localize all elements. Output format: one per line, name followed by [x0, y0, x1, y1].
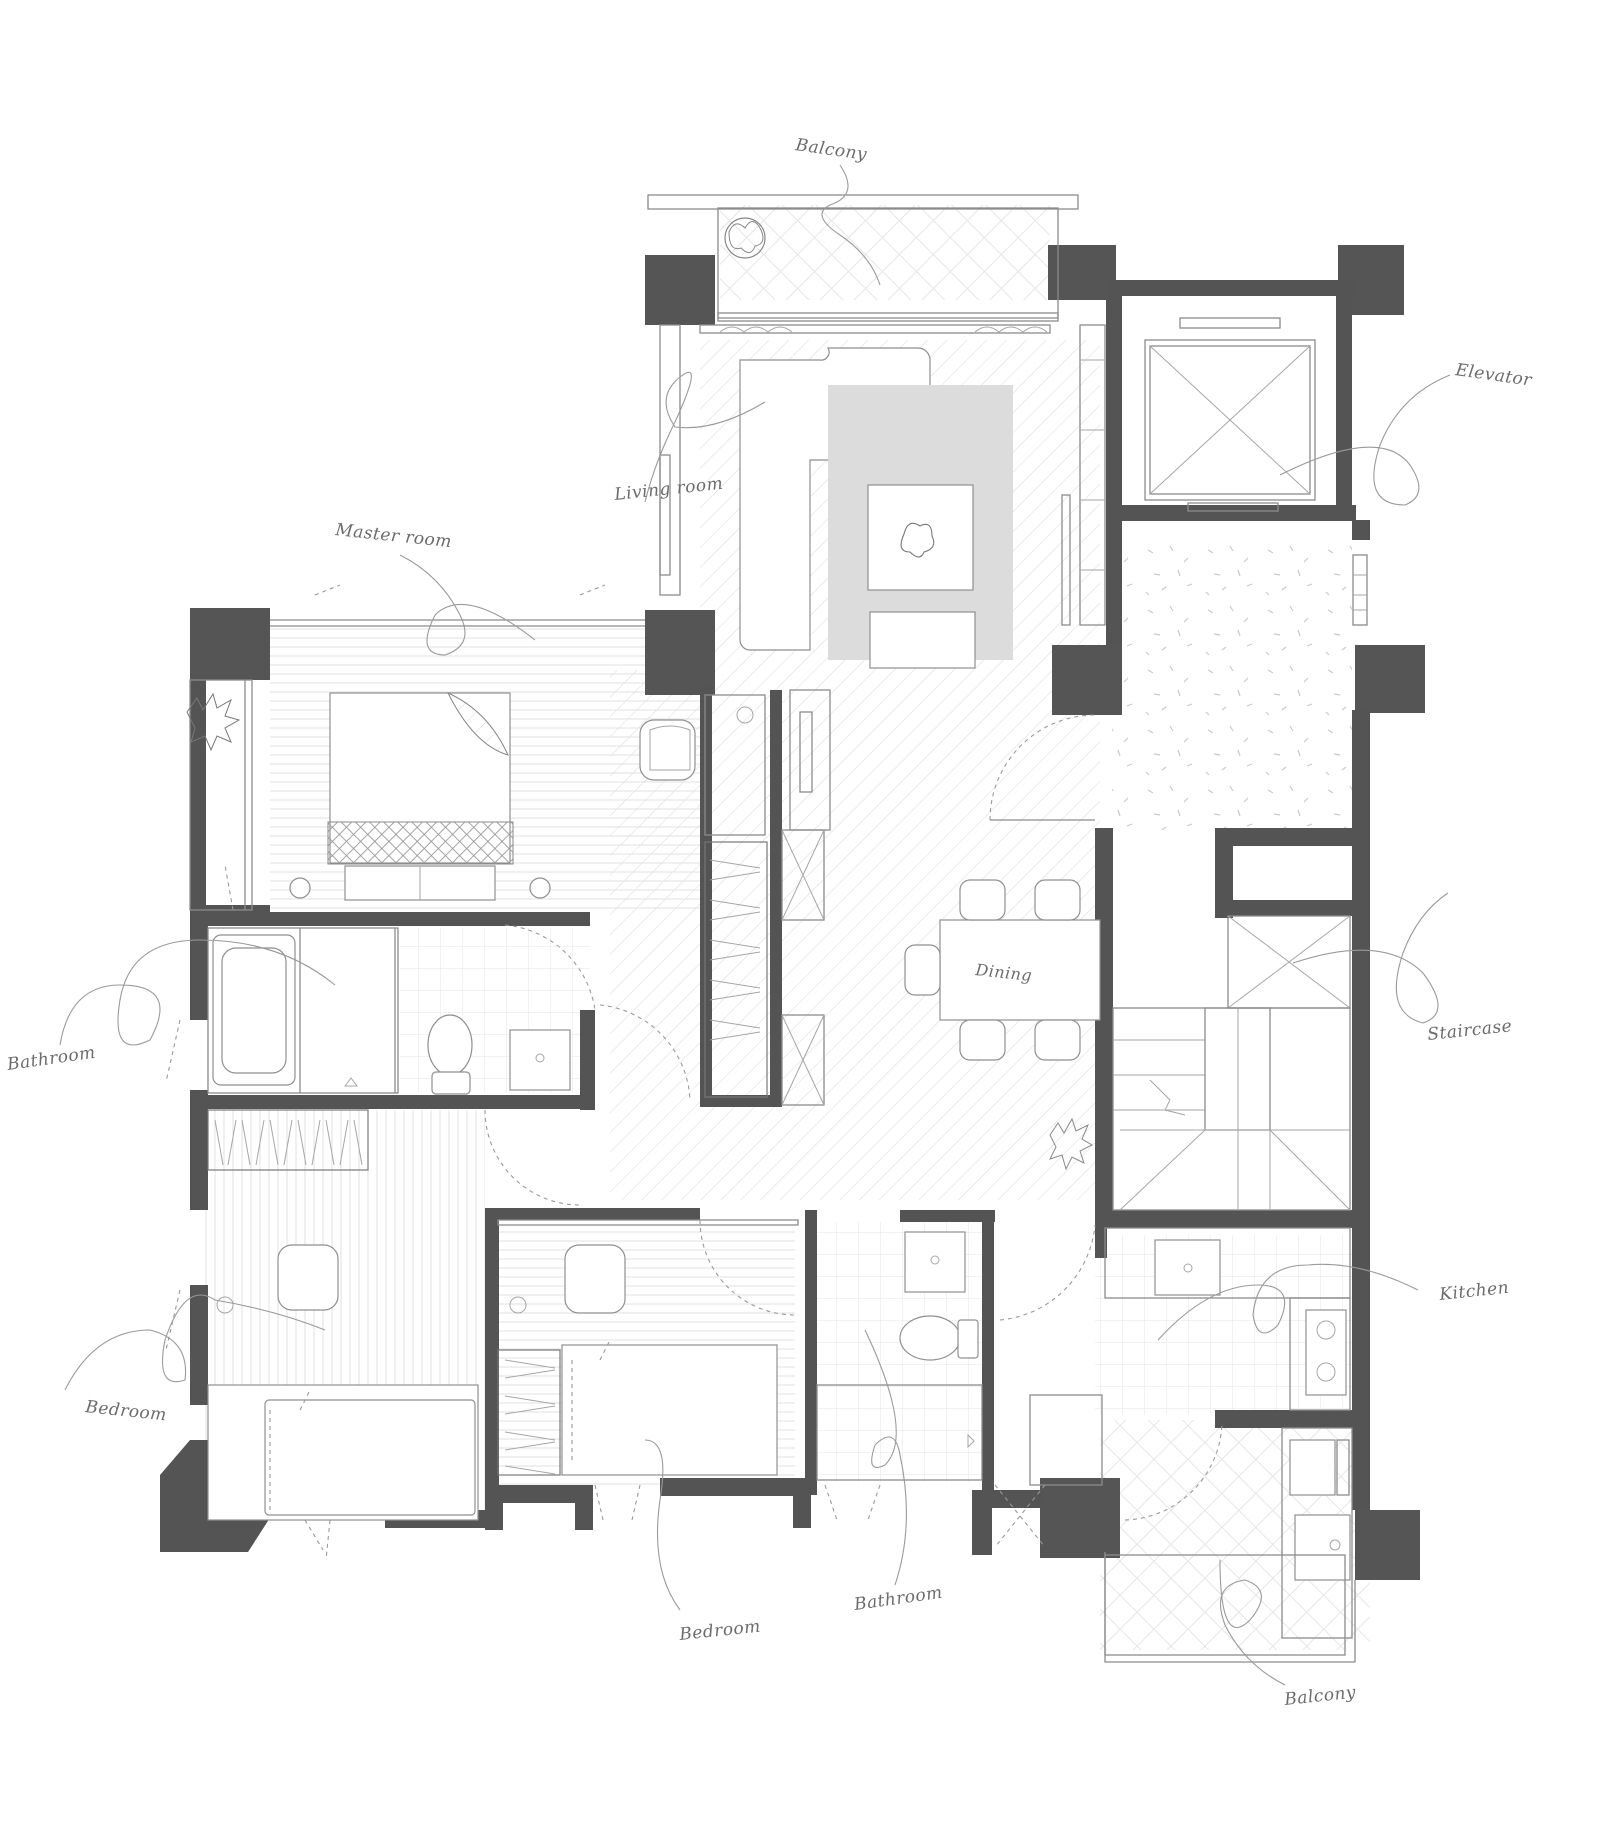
- bed-icon: [561, 1339, 778, 1476]
- sink-icon: [904, 1231, 966, 1293]
- walls: [160, 245, 1425, 1580]
- plant-icon: [900, 522, 935, 558]
- plant-icon: [186, 692, 241, 752]
- label-balcony-top: Balcony: [793, 135, 868, 165]
- chair-icon: [277, 1244, 339, 1311]
- living-room: [659, 324, 1106, 831]
- sink-icon: [1154, 1239, 1221, 1296]
- plant-icon: [724, 217, 766, 259]
- toilet-icon: [427, 1014, 473, 1095]
- bed-icon: [207, 1384, 479, 1521]
- label-bathroom-left: Bathroom: [5, 1043, 97, 1075]
- elevator: [989, 317, 1368, 821]
- sink-icon: [509, 1029, 571, 1091]
- bathroom-left: [165, 864, 580, 1351]
- leader-lines: [59, 164, 1451, 1686]
- label-bathroom-bottom: Bathroom: [852, 1583, 944, 1615]
- chair-icon: [564, 1244, 626, 1314]
- label-staircase: Staircase: [1426, 1016, 1513, 1045]
- label-balcony-bottom: Balcony: [1282, 1683, 1357, 1711]
- staircase: [1112, 915, 1351, 1211]
- bedroom-left: [207, 1109, 581, 1561]
- bedroom-bottom: [497, 1219, 799, 1521]
- label-bedroom-bottom: Bedroom: [677, 1617, 761, 1646]
- toilet-icon: [899, 1315, 979, 1361]
- plant-icon: [1049, 1117, 1094, 1171]
- label-kitchen: Kitchen: [1437, 1278, 1510, 1305]
- label-master-room: Master room: [333, 520, 452, 552]
- label-elevator: Elevator: [1453, 360, 1533, 391]
- label-bedroom-left: Bedroom: [83, 1397, 167, 1426]
- bed-icon: [289, 691, 551, 901]
- bathroom-bottom: [816, 1222, 1096, 1548]
- balcony-top: [647, 194, 1079, 322]
- master-room: [186, 584, 825, 1106]
- balcony-bottom: [1104, 1552, 1356, 1663]
- dining-area: [904, 879, 1101, 1171]
- chair-icon: [639, 719, 696, 781]
- chair-icon: [904, 879, 1081, 1061]
- kitchen: [1029, 1227, 1353, 1639]
- stove-icon: [1305, 1309, 1347, 1396]
- bathtub-icon: [212, 934, 296, 1086]
